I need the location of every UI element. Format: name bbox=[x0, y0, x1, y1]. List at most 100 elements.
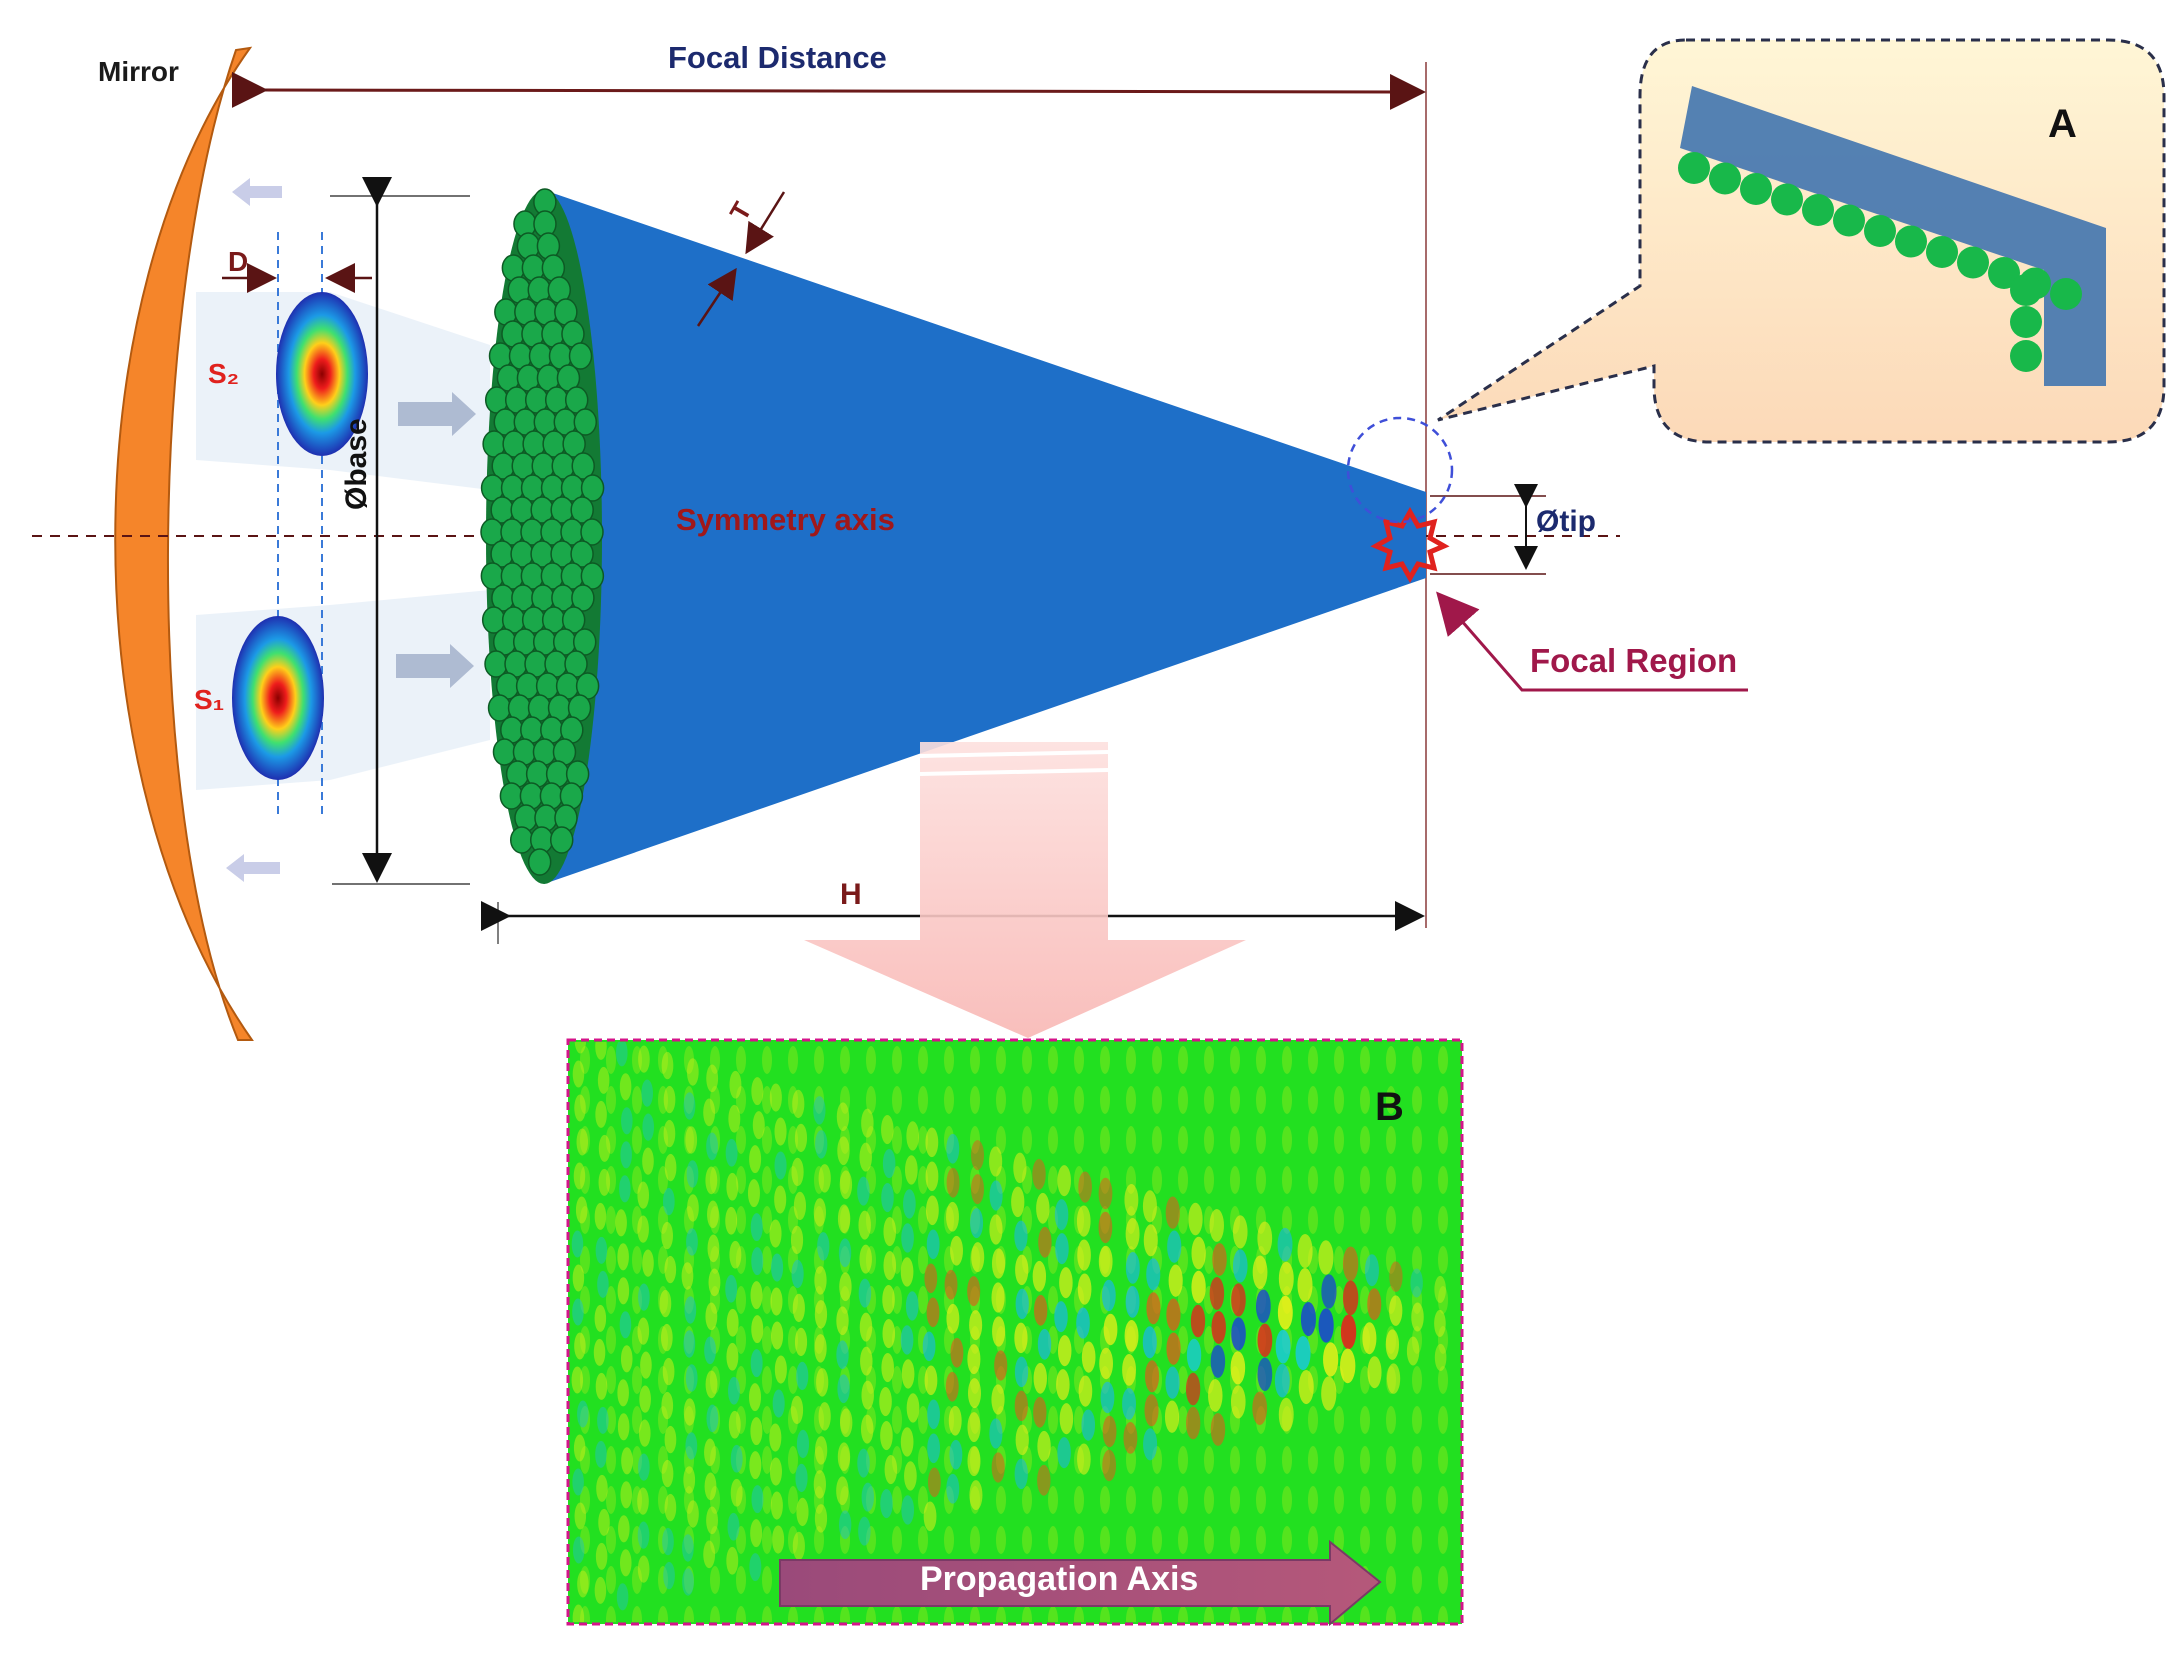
field-lobe bbox=[1124, 1183, 1139, 1216]
field-lobe bbox=[969, 1480, 983, 1511]
field-lobe bbox=[729, 1070, 742, 1099]
field-lobe bbox=[858, 1516, 871, 1546]
arrow-stripe-2 bbox=[919, 768, 1109, 776]
field-lobe bbox=[1342, 1246, 1359, 1282]
field-lobe bbox=[881, 1182, 894, 1213]
field-lobe bbox=[840, 1408, 853, 1438]
inset-sphere bbox=[2010, 306, 2042, 338]
inset-sphere bbox=[1864, 215, 1896, 247]
sphere bbox=[568, 342, 593, 370]
field-lobe bbox=[726, 1342, 739, 1371]
field-lobe bbox=[1146, 1258, 1161, 1291]
field-lobe bbox=[1230, 1351, 1246, 1385]
field-lobe bbox=[572, 1298, 584, 1326]
field-lobe bbox=[727, 1512, 740, 1541]
field-lobe bbox=[747, 1179, 760, 1208]
field-lobe bbox=[900, 1325, 914, 1355]
field-lobe bbox=[1013, 1152, 1027, 1184]
field-lobe bbox=[1122, 1353, 1137, 1386]
field-lobe bbox=[664, 1493, 677, 1522]
field-lobe bbox=[1146, 1292, 1161, 1325]
field-lobe bbox=[858, 1210, 871, 1240]
field-lobe bbox=[1143, 1224, 1158, 1257]
field-lobe bbox=[751, 1247, 764, 1276]
field-lobe bbox=[814, 1300, 828, 1329]
field-lobe bbox=[989, 1214, 1003, 1245]
field-lobe bbox=[946, 1303, 960, 1334]
field-lobe bbox=[1055, 1233, 1069, 1265]
field-lobe bbox=[860, 1346, 873, 1376]
sphere bbox=[580, 562, 605, 590]
field-lobe bbox=[572, 1468, 584, 1496]
field-lobe bbox=[1078, 1171, 1092, 1203]
field-lobe bbox=[596, 1474, 608, 1502]
field-lobe bbox=[880, 1420, 893, 1451]
field-lobe bbox=[879, 1386, 892, 1417]
field-lobe bbox=[1014, 1390, 1028, 1422]
field-lobe bbox=[900, 1427, 914, 1457]
inset-sphere bbox=[2010, 274, 2042, 306]
field-lobe bbox=[638, 1283, 650, 1311]
field-lobe bbox=[594, 1304, 607, 1332]
field-lobe bbox=[1318, 1308, 1334, 1343]
field-lobe bbox=[772, 1389, 785, 1418]
field-lobe bbox=[991, 1282, 1005, 1313]
field-lobe bbox=[881, 1114, 894, 1145]
field-lobe bbox=[837, 1204, 851, 1234]
field-lobe bbox=[749, 1145, 762, 1174]
field-lobe bbox=[814, 1436, 828, 1465]
field-lobe bbox=[1142, 1190, 1157, 1223]
field-lobe bbox=[572, 1536, 585, 1564]
s2-label: S₂ bbox=[208, 358, 240, 389]
field-lobe bbox=[595, 1542, 608, 1570]
field-lobe bbox=[795, 1463, 808, 1493]
field-lobe bbox=[1123, 1421, 1138, 1454]
field-pattern bbox=[571, 1042, 1447, 1622]
field-lobe bbox=[620, 1481, 633, 1509]
field-lobe bbox=[638, 1419, 651, 1447]
field-lobe bbox=[1275, 1329, 1291, 1364]
field-lobe bbox=[1099, 1347, 1114, 1380]
field-lobe bbox=[1125, 1285, 1140, 1318]
field-lobe bbox=[1059, 1267, 1073, 1299]
field-lobe bbox=[1321, 1274, 1337, 1309]
field-lobe bbox=[883, 1250, 897, 1281]
inset-a-frame bbox=[1437, 38, 2166, 444]
field-lobe bbox=[903, 1189, 916, 1219]
field-lobe bbox=[1165, 1196, 1180, 1229]
field-lobe bbox=[836, 1102, 850, 1132]
field-lobe bbox=[836, 1340, 849, 1370]
field-lobe bbox=[683, 1330, 696, 1358]
field-lobe bbox=[1385, 1329, 1400, 1360]
field-lobe bbox=[1125, 1217, 1140, 1250]
field-lobe bbox=[1211, 1311, 1226, 1344]
inset-a-label: A bbox=[2048, 102, 2077, 146]
field-lobe bbox=[637, 1555, 650, 1583]
field-lobe bbox=[1057, 1335, 1072, 1367]
field-lobe bbox=[991, 1452, 1005, 1483]
field-lobe bbox=[989, 1418, 1003, 1449]
field-lobe bbox=[571, 1230, 584, 1258]
field-lobe bbox=[1298, 1369, 1314, 1405]
field-lobe bbox=[574, 1502, 587, 1530]
field-lobe bbox=[642, 1249, 654, 1277]
field-lobe bbox=[1167, 1230, 1182, 1263]
inset-sphere bbox=[1709, 162, 1741, 195]
field-lobe bbox=[1102, 1415, 1117, 1448]
field-lobe bbox=[749, 1383, 762, 1412]
field-lobe bbox=[1410, 1268, 1423, 1298]
field-lobe bbox=[1057, 1437, 1071, 1469]
field-lobe bbox=[1014, 1356, 1029, 1388]
field-lobe bbox=[726, 1172, 739, 1201]
inset-a-wall bbox=[1680, 86, 2106, 386]
height-label: H bbox=[840, 878, 862, 911]
field-lobe bbox=[708, 1268, 721, 1297]
field-lobe bbox=[1300, 1301, 1316, 1337]
field-lobe bbox=[728, 1104, 741, 1133]
focal-star bbox=[1370, 506, 1450, 584]
field-lobe bbox=[1257, 1221, 1273, 1256]
sphere-array bbox=[480, 188, 605, 876]
field-lobe bbox=[617, 1277, 630, 1305]
field-lobe bbox=[663, 1561, 675, 1590]
field-lobe bbox=[683, 1398, 696, 1426]
